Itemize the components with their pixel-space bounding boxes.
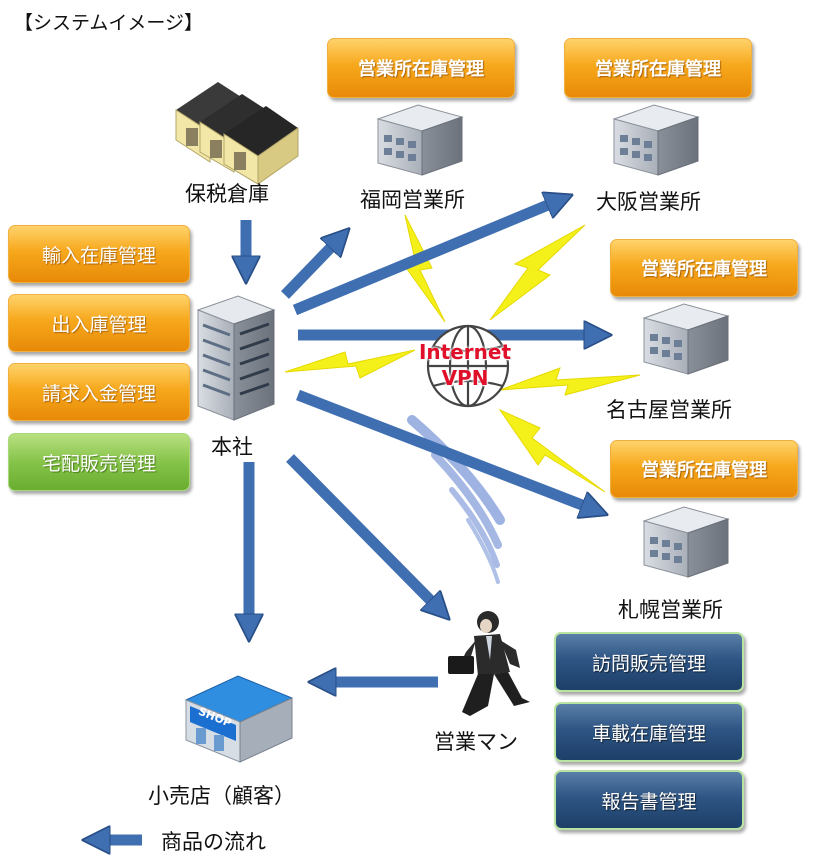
internet-label: Internet — [418, 340, 512, 364]
salesman-icon — [448, 611, 530, 716]
shop-icon: SHOP — [184, 675, 294, 763]
retail-label: 小売店（顧客） — [148, 784, 295, 808]
sapporo-inventory-module[interactable]: 営業所在庫管理 — [610, 440, 798, 498]
nagoya-building-icon — [642, 303, 730, 375]
radio-wave-icon — [407, 415, 505, 584]
arrow-hq-to-fukuoka — [281, 238, 340, 299]
vehicle-inventory-module[interactable]: 車載在庫管理 — [554, 702, 744, 762]
sapporo-building-icon — [642, 506, 730, 578]
fukuoka-building-icon — [376, 104, 464, 176]
legend-label: 商品の流れ — [161, 830, 266, 854]
import-inventory-module[interactable]: 輸入在庫管理 — [8, 225, 190, 283]
warehouse-label: 保税倉庫 — [185, 182, 269, 206]
globe-icon — [426, 324, 510, 408]
lightning-icon — [489, 224, 586, 321]
fukuoka-label: 福岡営業所 — [360, 188, 465, 212]
lightning-icon — [284, 349, 416, 379]
delivery-sales-module[interactable]: 宅配販売管理 — [8, 433, 190, 491]
osaka-inventory-module[interactable]: 営業所在庫管理 — [564, 38, 752, 98]
visit-sales-module[interactable]: 訪問販売管理 — [554, 632, 744, 692]
arrow-hq-to-sapporo — [296, 389, 595, 510]
warehouse-icon — [175, 82, 299, 185]
nagoya-inventory-module[interactable]: 営業所在庫管理 — [610, 239, 798, 297]
hq-label: 本社 — [211, 435, 253, 459]
nagoya-label: 名古屋営業所 — [606, 398, 732, 422]
warehouse-io-module[interactable]: 出入庫管理 — [8, 294, 190, 352]
lightning-icon — [499, 367, 641, 396]
diagram-title: 【システムイメージ】 — [14, 12, 204, 34]
fukuoka-inventory-module[interactable]: 営業所在庫管理 — [327, 38, 515, 98]
vpn-label: VPN — [441, 366, 489, 390]
hq-building-icon — [196, 295, 276, 421]
billing-payment-module[interactable]: 請求入金管理 — [8, 363, 190, 421]
sapporo-label: 札幌営業所 — [618, 598, 723, 622]
salesman-label: 営業マン — [434, 730, 518, 754]
flow-arrows — [246, 200, 598, 682]
osaka-building-icon — [612, 104, 700, 176]
arrow-hq-to-salesman — [286, 454, 440, 610]
arrow-hq-to-osaka — [292, 200, 560, 316]
report-module[interactable]: 報告書管理 — [554, 770, 744, 830]
wireless-lightning-group — [284, 214, 641, 493]
osaka-label: 大阪営業所 — [596, 190, 701, 214]
